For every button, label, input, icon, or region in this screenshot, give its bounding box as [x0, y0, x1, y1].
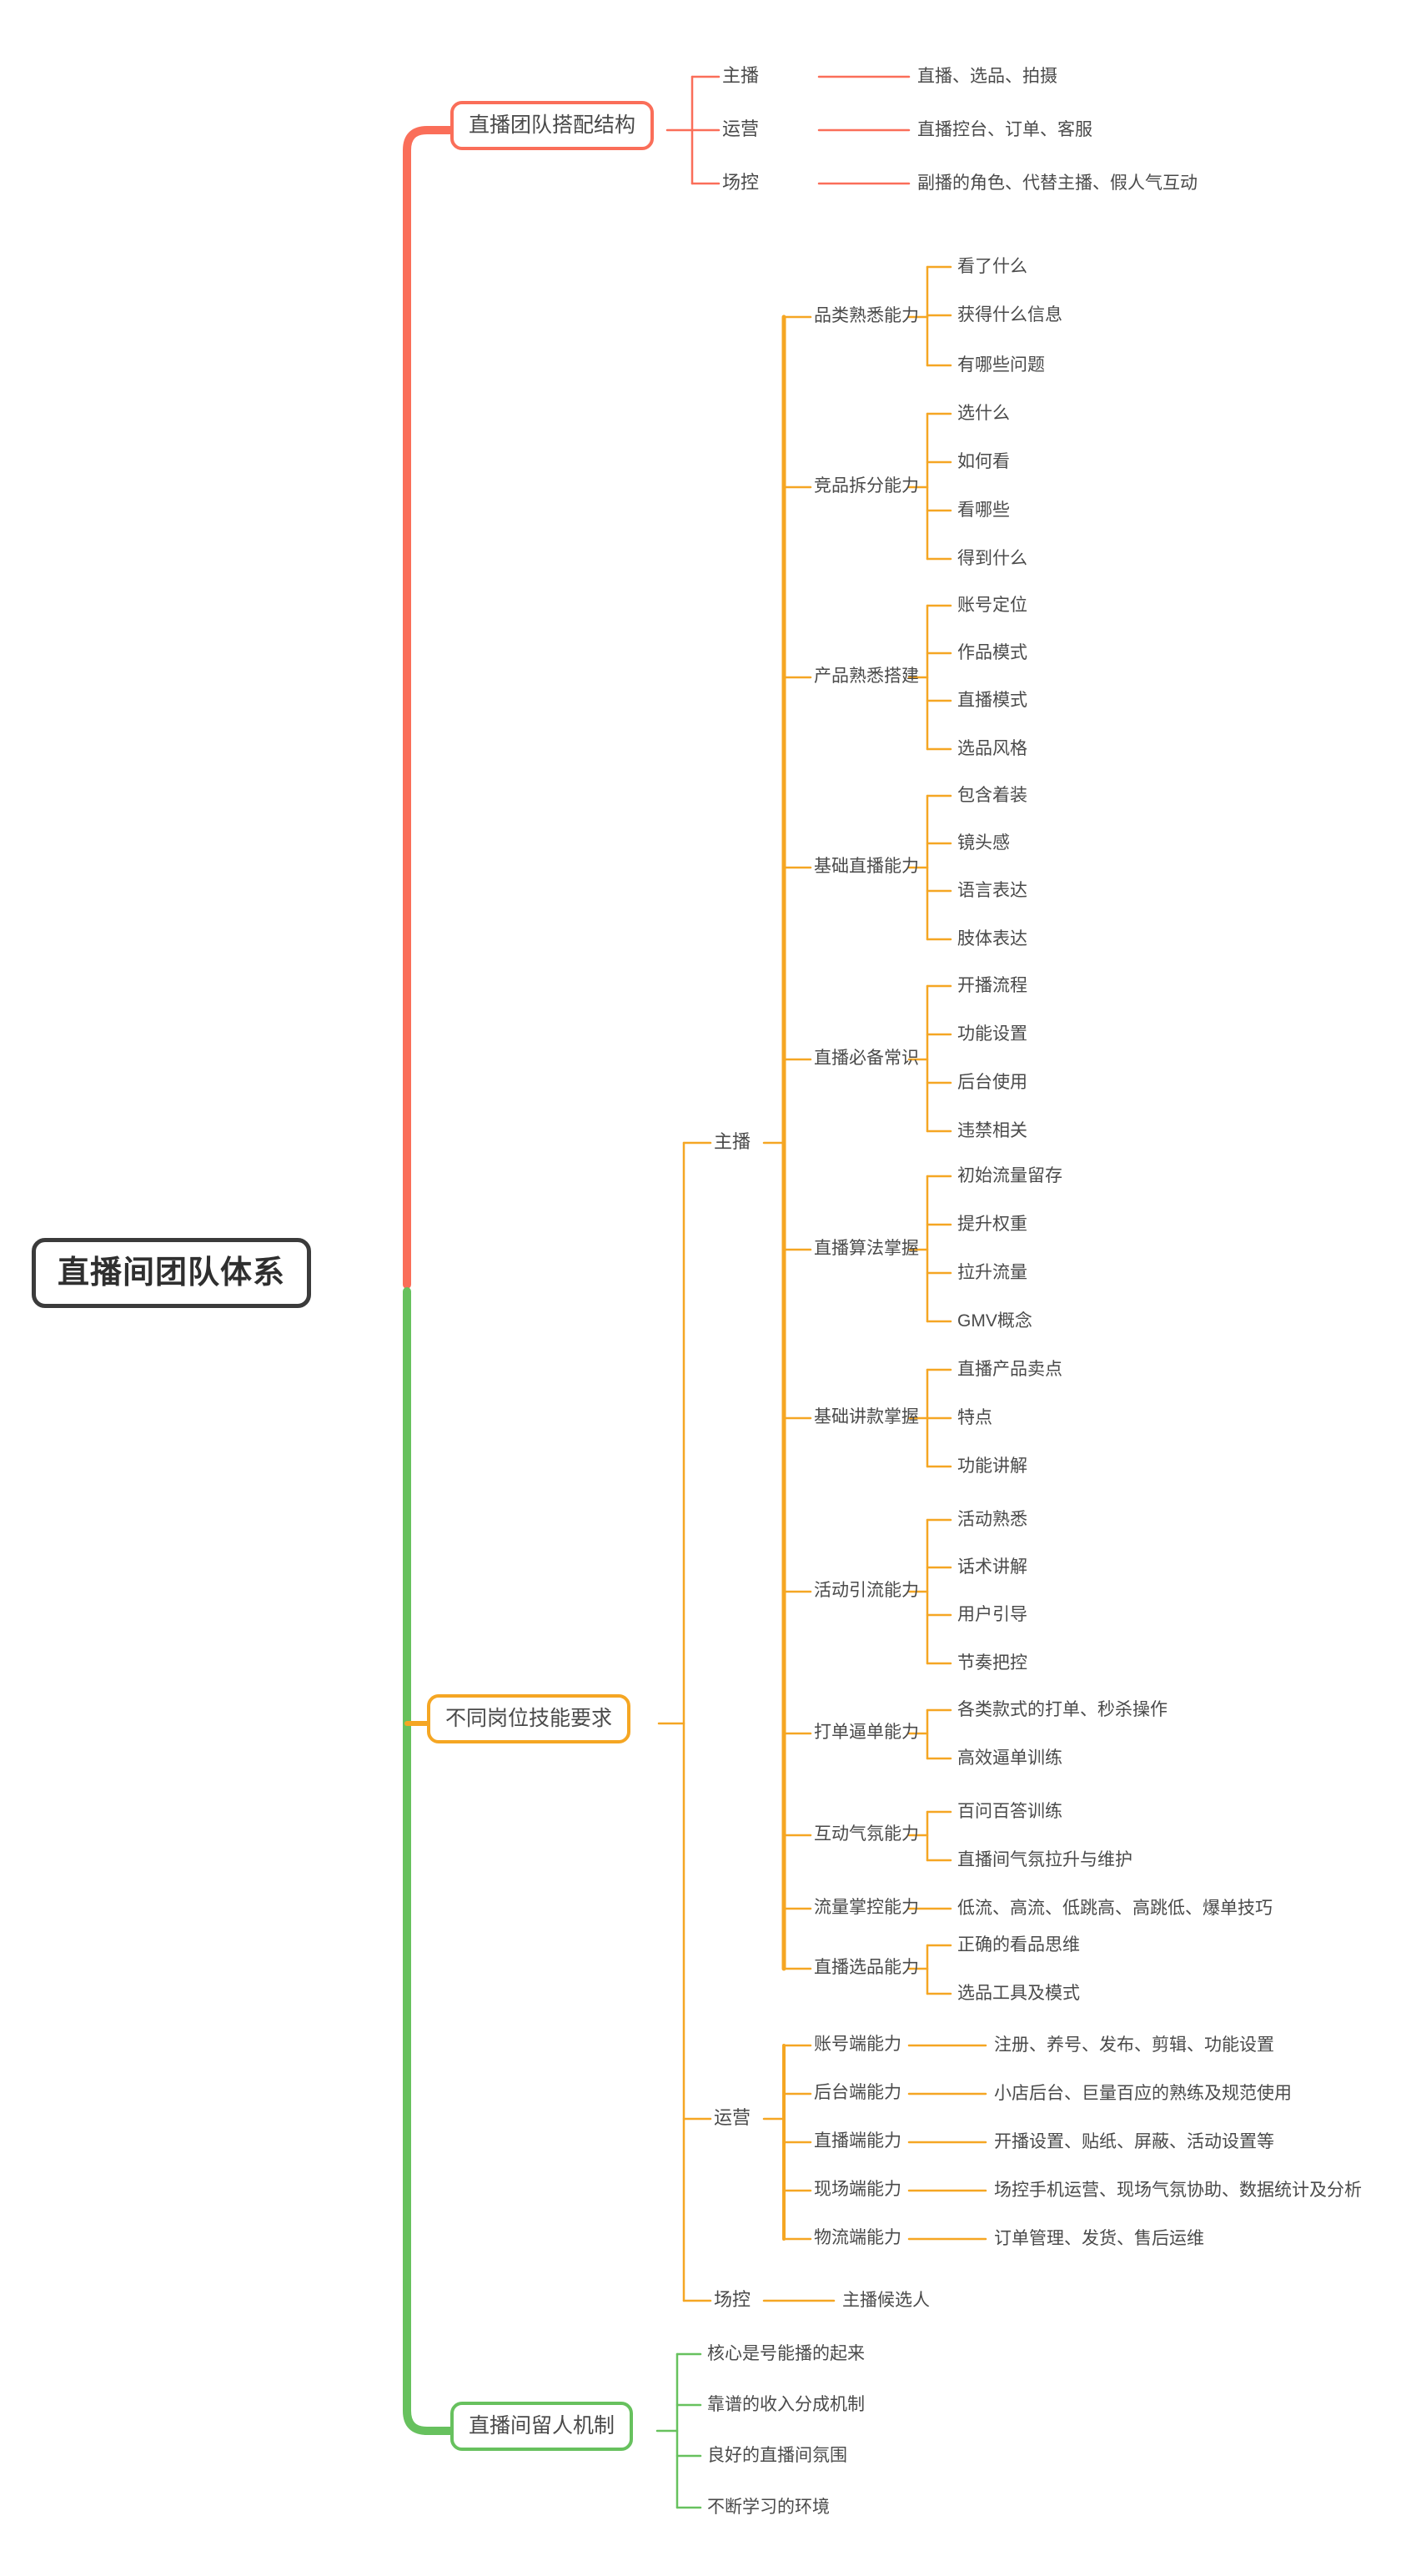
- leaf-account-positioning[interactable]: 账号定位: [957, 596, 1027, 615]
- leaf-efficient-order-training[interactable]: 高效逼单训练: [957, 1748, 1062, 1768]
- skill-group-algorithm[interactable]: 直播算法掌握: [814, 1239, 919, 1258]
- leaf-account-tasks[interactable]: 注册、养号、发布、剪辑、功能设置: [994, 2035, 1274, 2055]
- skill-group-livestream-basics[interactable]: 直播必备常识: [814, 1049, 919, 1068]
- skill-group-category-familiarity[interactable]: 品类熟悉能力: [814, 306, 919, 325]
- leaf-what-to-choose[interactable]: 选什么: [957, 404, 1010, 423]
- ops-group-account[interactable]: 账号端能力: [814, 2035, 901, 2054]
- leaf-broadcast-flow[interactable]: 开播流程: [957, 976, 1027, 995]
- skill-group-traffic-control[interactable]: 流量掌控能力: [814, 1898, 919, 1917]
- skill-group-order-pushing[interactable]: 打单逼单能力: [814, 1723, 919, 1742]
- node-floor-control-role[interactable]: 场控: [722, 172, 760, 193]
- skill-group-basic-livestream[interactable]: 基础直播能力: [814, 857, 919, 876]
- leaf-gmv-concept[interactable]: GMV概念: [957, 1311, 1032, 1331]
- leaf-room-atmosphere-maintenance[interactable]: 直播间气氛拉升与维护: [957, 1850, 1132, 1869]
- leaf-function-explanation[interactable]: 功能讲解: [957, 1457, 1027, 1476]
- leaf-initial-traffic-retention[interactable]: 初始流量留存: [957, 1166, 1062, 1185]
- leaf-floor-control-duties[interactable]: 副播的角色、代替主播、假人气互动: [917, 174, 1198, 193]
- leaf-what-info-gained[interactable]: 获得什么信息: [957, 305, 1062, 325]
- skill-group-interaction-atmosphere[interactable]: 互动气氛能力: [814, 1824, 919, 1844]
- leaf-features[interactable]: 特点: [957, 1408, 992, 1427]
- node-skills-floor-control[interactable]: 场控: [714, 2289, 751, 2310]
- branch-node-team-structure[interactable]: 直播团队搭配结构: [450, 101, 655, 150]
- leaf-order-flash-sale-ops[interactable]: 各类款式的打单、秒杀操作: [957, 1700, 1167, 1719]
- root-node[interactable]: 直播间团队体系: [32, 1238, 312, 1308]
- leaf-script-explanation[interactable]: 话术讲解: [957, 1557, 1027, 1577]
- leaf-core-account-can-broadcast[interactable]: 核心是号能播的起来: [707, 2344, 865, 2363]
- branch-node-retention-mechanism[interactable]: 直播间留人机制: [450, 2402, 634, 2451]
- leaf-anchor-candidate[interactable]: 主播候选人: [842, 2291, 930, 2310]
- skill-group-product-selection[interactable]: 直播选品能力: [814, 1958, 919, 1977]
- leaf-selection-style[interactable]: 选品风格: [957, 739, 1027, 758]
- leaf-livestream-tasks[interactable]: 开播设置、贴纸、屏蔽、活动设置等: [994, 2132, 1274, 2151]
- ops-group-livestream[interactable]: 直播端能力: [814, 2131, 901, 2151]
- leaf-user-guidance[interactable]: 用户引导: [957, 1605, 1027, 1624]
- leaf-selection-tools-modes[interactable]: 选品工具及模式: [957, 1984, 1080, 2003]
- leaf-what-was-viewed[interactable]: 看了什么: [957, 257, 1027, 276]
- leaf-logistics-tasks[interactable]: 订单管理、发货、售后运维: [994, 2229, 1204, 2248]
- leaf-qna-training[interactable]: 百问百答训练: [957, 1802, 1062, 1821]
- leaf-pace-control[interactable]: 节奏把控: [957, 1653, 1027, 1673]
- leaf-anchor-duties[interactable]: 直播、选品、拍摄: [917, 67, 1057, 86]
- leaf-raise-weight[interactable]: 提升权重: [957, 1215, 1027, 1234]
- node-anchor-role[interactable]: 主播: [722, 65, 760, 86]
- leaf-boost-traffic[interactable]: 拉升流量: [957, 1263, 1027, 1282]
- node-skills-operations[interactable]: 运营: [714, 2107, 751, 2128]
- node-operations-role[interactable]: 运营: [722, 118, 760, 139]
- skill-group-product-pitch[interactable]: 基础讲款掌握: [814, 1407, 919, 1426]
- leaf-backend-tasks[interactable]: 小店后台、巨量百应的熟练及规范使用: [994, 2084, 1292, 2103]
- leaf-product-selling-points[interactable]: 直播产品卖点: [957, 1360, 1062, 1379]
- leaf-correct-selection-mindset[interactable]: 正确的看品思维: [957, 1935, 1080, 1955]
- ops-group-backend[interactable]: 后台端能力: [814, 2083, 901, 2102]
- leaf-camera-presence[interactable]: 镜头感: [957, 833, 1010, 853]
- leaf-attire[interactable]: 包含着装: [957, 786, 1027, 805]
- leaf-livestream-mode[interactable]: 直播模式: [957, 691, 1027, 710]
- leaf-backend-usage[interactable]: 后台使用: [957, 1073, 1027, 1092]
- leaf-body-expression[interactable]: 肢体表达: [957, 929, 1027, 948]
- leaf-operations-duties[interactable]: 直播控台、订单、客服: [917, 120, 1092, 139]
- leaf-what-to-look-at[interactable]: 看哪些: [957, 501, 1010, 520]
- leaf-what-problems[interactable]: 有哪些问题: [957, 355, 1045, 375]
- node-skills-anchor[interactable]: 主播: [714, 1131, 751, 1152]
- leaf-feature-settings[interactable]: 功能设置: [957, 1024, 1027, 1044]
- leaf-campaign-familiarity[interactable]: 活动熟悉: [957, 1510, 1027, 1529]
- leaf-good-room-atmosphere[interactable]: 良好的直播间氛围: [707, 2446, 847, 2465]
- leaf-verbal-expression[interactable]: 语言表达: [957, 881, 1027, 900]
- skill-group-competitor-analysis[interactable]: 竞品拆分能力: [814, 476, 919, 496]
- ops-group-onsite[interactable]: 现场端能力: [814, 2180, 901, 2199]
- skill-group-product-setup[interactable]: 产品熟悉搭建: [814, 667, 919, 686]
- leaf-how-to-look[interactable]: 如何看: [957, 452, 1010, 471]
- ops-group-logistics[interactable]: 物流端能力: [814, 2228, 901, 2247]
- leaf-onsite-tasks[interactable]: 场控手机运营、现场气氛协助、数据统计及分析: [994, 2181, 1362, 2200]
- leaf-reliable-revenue-split[interactable]: 靠谱的收入分成机制: [707, 2395, 865, 2414]
- leaf-content-mode[interactable]: 作品模式: [957, 643, 1027, 662]
- leaf-continuous-learning-env[interactable]: 不断学习的环境: [707, 2498, 830, 2517]
- skill-group-campaign-traffic[interactable]: 活动引流能力: [814, 1581, 919, 1600]
- branch-node-role-skills[interactable]: 不同岗位技能要求: [427, 1694, 631, 1743]
- leaf-prohibited-rules[interactable]: 违禁相关: [957, 1121, 1027, 1140]
- leaf-traffic-techniques[interactable]: 低流、高流、低跳高、高跳低、爆单技巧: [957, 1899, 1273, 1918]
- leaf-what-gained[interactable]: 得到什么: [957, 549, 1027, 568]
